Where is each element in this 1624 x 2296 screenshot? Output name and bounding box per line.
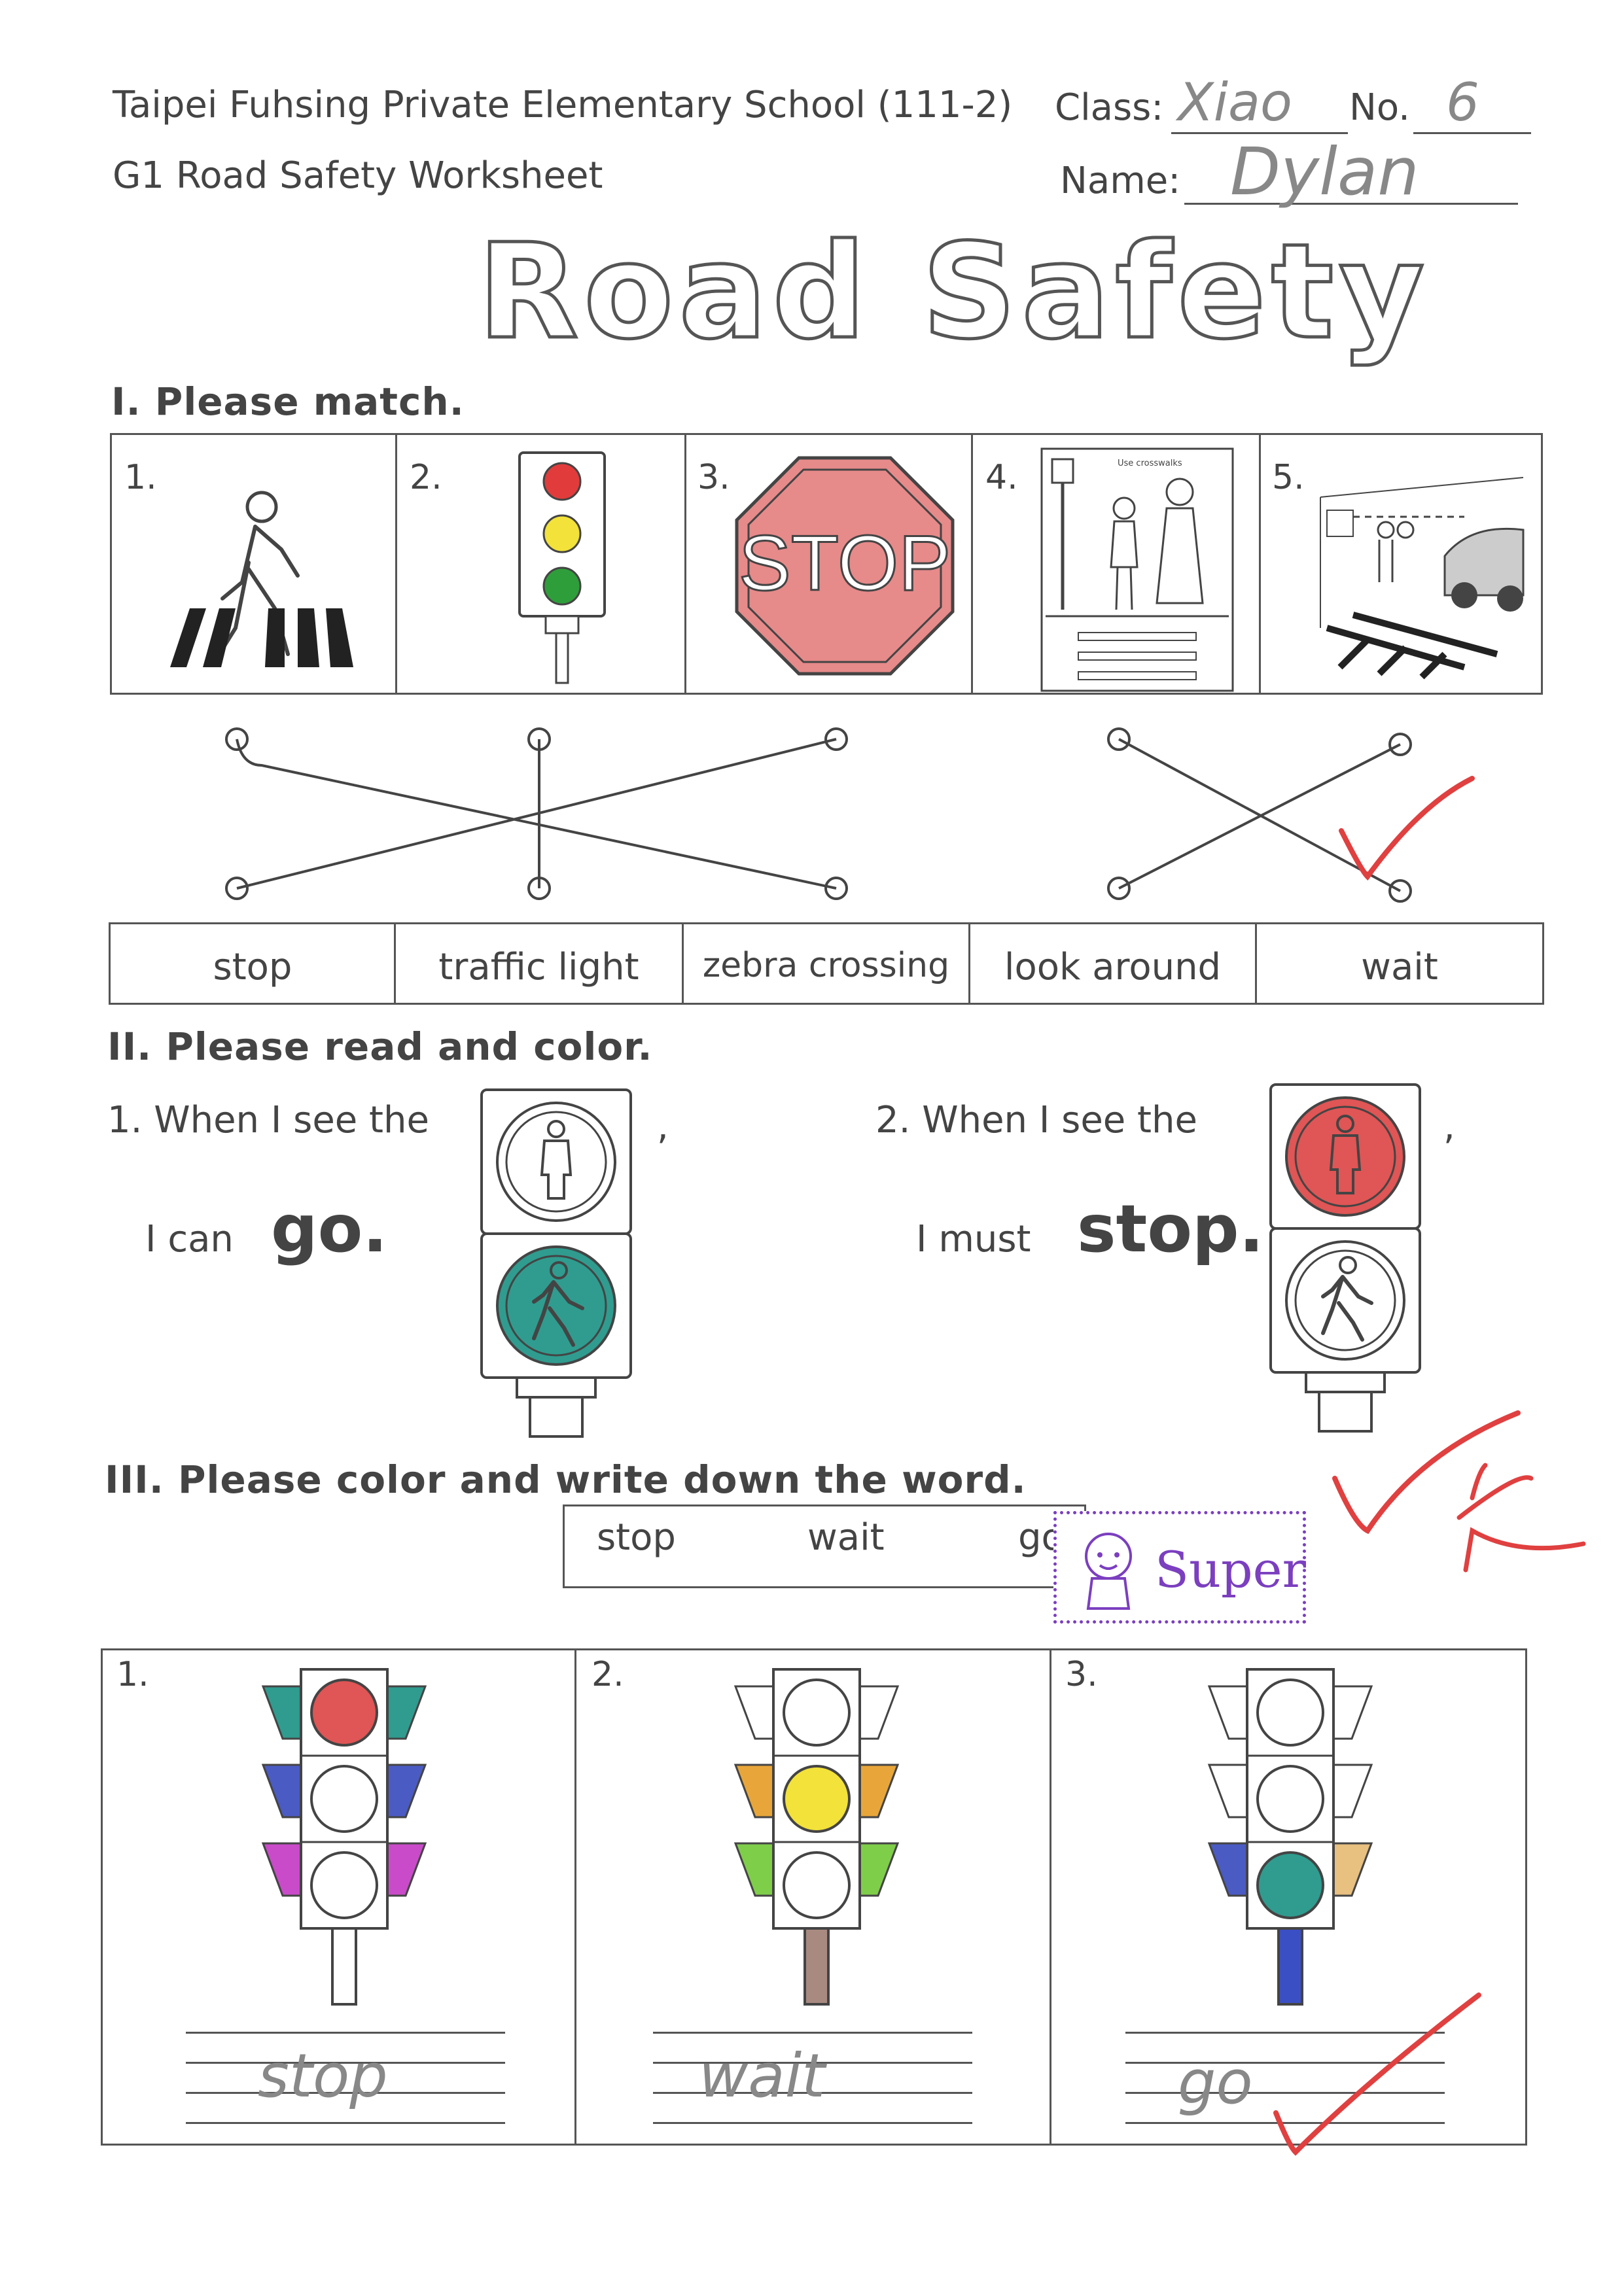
class-label: Class: (1055, 86, 1164, 129)
traffic-light-icon (518, 451, 606, 684)
word-label: look around (1004, 946, 1222, 988)
answer-text: stop (258, 2041, 388, 2111)
word-label: stop (213, 946, 292, 988)
class-value: Xiao (1178, 72, 1292, 133)
wait-icon (1320, 477, 1525, 680)
writing-lines[interactable]: stop (186, 2032, 505, 2125)
item2-intro: 2. When I see the (875, 1099, 1197, 1141)
section2-heading: II. Please read and color. (107, 1024, 653, 1069)
answer-text: go (1178, 2047, 1253, 2117)
item2-phrase: I must (916, 1218, 1031, 1261)
traffic-light-go-icon (1207, 1668, 1373, 2006)
traffic-light-table (101, 1648, 1527, 2146)
picture-number: 1. (124, 458, 157, 497)
no-value: 6 (1446, 72, 1479, 133)
divider (684, 433, 686, 695)
no-label: No. (1349, 86, 1410, 129)
word-table (109, 922, 1544, 1005)
divider (971, 433, 973, 695)
divider (574, 1648, 576, 2146)
page-title: Road Safety (476, 215, 1430, 370)
class-field[interactable]: Xiao (1171, 72, 1348, 134)
name-label: Name: (1060, 160, 1181, 202)
section3-heading: III. Please color and write down the wor… (105, 1457, 1027, 1502)
school-name: Taipei Fuhsing Private Elementary School… (113, 84, 1013, 126)
crosswalk-sign-text: Use crosswalks (1118, 459, 1182, 468)
item1-intro: 1. When I see the (107, 1099, 429, 1141)
divider (682, 922, 684, 1005)
word-bank-item: wait (807, 1516, 885, 1559)
traffic-light-stop-icon (261, 1668, 427, 2006)
word-bank-item: stop (597, 1516, 676, 1559)
worksheet-title: G1 Road Safety Worksheet (113, 154, 603, 197)
stamp-text: Super (1155, 1540, 1306, 1599)
zebra-crossing-icon (170, 491, 353, 667)
picture-number: 2. (410, 458, 442, 497)
divider (395, 433, 397, 695)
no-field[interactable]: 6 (1413, 72, 1531, 134)
pedestrian-light-go-icon (480, 1088, 632, 1438)
pedestrian-light-stop-icon (1269, 1083, 1421, 1433)
look-around-icon: Use crosswalks (1040, 447, 1234, 692)
item-number: 3. (1065, 1655, 1098, 1694)
divider (968, 922, 970, 1005)
item1-comma: , (657, 1105, 669, 1148)
traffic-light-wait-icon (733, 1668, 900, 2006)
super-stamp: Super (1053, 1511, 1306, 1624)
word-label: zebra crossing (702, 946, 950, 985)
item-number: 1. (116, 1655, 149, 1694)
check-mark (1273, 1992, 1481, 2156)
grade-mark (1332, 1410, 1586, 1573)
name-value: Dylan (1230, 133, 1419, 210)
stop-sign-icon: STOP (735, 456, 955, 676)
divider (1050, 1648, 1051, 2146)
child-stamp-icon (1085, 1533, 1132, 1610)
word-label: traffic light (438, 946, 639, 988)
divider (1259, 433, 1261, 695)
item-number: 2. (591, 1655, 624, 1694)
name-field[interactable]: Dylan (1184, 133, 1518, 210)
writing-lines[interactable]: go (1125, 2032, 1445, 2125)
picture-number: 3. (697, 458, 730, 497)
item1-word: go. (271, 1191, 388, 1267)
picture-number: 5. (1272, 458, 1305, 497)
check-mark (1339, 776, 1475, 881)
matching-lines (225, 727, 1475, 903)
section1-heading: I. Please match. (111, 379, 465, 424)
item2-comma: , (1443, 1105, 1455, 1148)
divider (394, 922, 396, 1005)
divider (1255, 922, 1257, 1005)
item1-phrase: I can (145, 1218, 234, 1261)
picture-number: 4. (985, 458, 1018, 497)
answer-text: wait (699, 2041, 826, 2111)
word-label: wait (1361, 946, 1438, 988)
item2-word: stop. (1077, 1191, 1264, 1267)
picture-table (110, 433, 1543, 695)
writing-lines[interactable]: wait (653, 2032, 972, 2125)
stop-sign-text: STOP (739, 519, 951, 607)
